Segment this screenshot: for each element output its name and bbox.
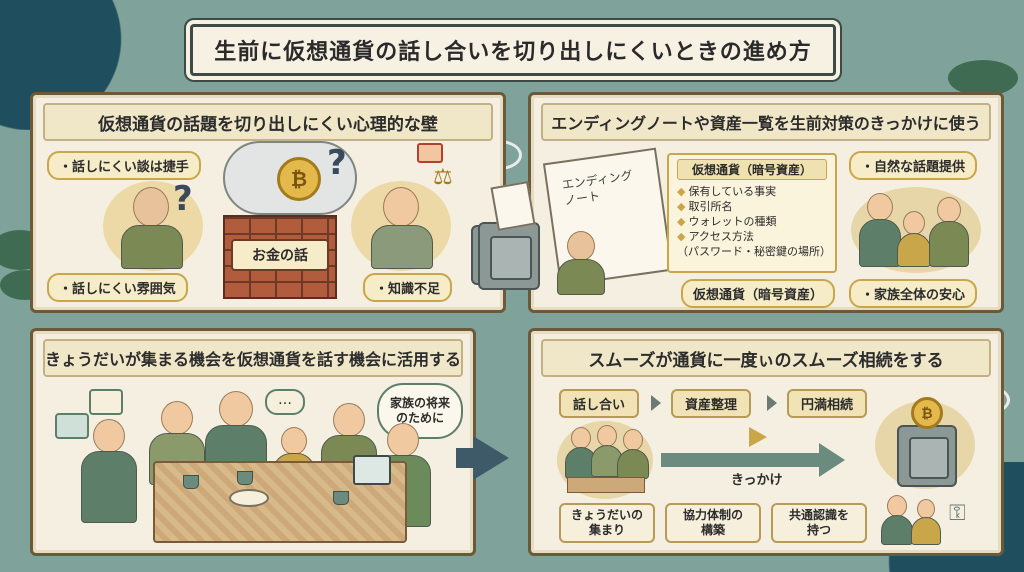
tag-natural-topic: ・自然な話題提供 [849,151,978,180]
question-mark-icon: ? [173,179,193,219]
tag-family-peace: ・家族全体の安心 [849,279,978,308]
step-harmonious-inheritance: 円満相続 [787,389,868,418]
bullet-icon: ◆ [677,200,686,213]
sibling-person-icon [597,425,617,447]
thought-cloud [223,141,357,215]
progress-arrow-icon [819,443,845,477]
flow-arrow-icon [473,436,509,480]
box-siblings-gathering: きょうだいの 集まり [559,503,655,543]
sibling-person-icon [571,427,591,449]
question-mark-icon: ? [327,143,347,183]
snack-plate-icon [229,489,269,507]
crypto-asset-list: 仮想通貨（暗号資産） ◆保有している事実 ◆取引所名 ◆ウォレットの種類 ◆アク… [667,153,837,273]
step-asset-organizing: 資産整理 [671,389,752,418]
panel-heading: スムーズが通貨に一度ぃのスムーズ相続をする [541,339,991,377]
tag-atmosphere: ・話しにくい雰囲気 [47,273,188,302]
sibling-person-body [81,451,137,523]
safe-door [909,437,949,479]
safe-door [490,235,532,281]
speech-bubble-text: 家族の将来 のために [389,396,450,425]
woman-person-body [371,225,433,269]
asset-list-item: ◆保有している事実 [677,185,777,198]
bitcoin-coin-icon: ₿ [277,157,321,201]
step-discussion: 話し合い [559,389,640,418]
asset-list-item: （パスワード・秘密鍵の場所） [677,245,831,258]
scales-icon: ⚖ [433,165,453,190]
flow-arrow-tail [456,448,476,468]
sibling-person-icon [623,429,643,451]
sibling-person-icon [219,391,253,427]
bullet-icon: ◆ [677,215,686,228]
step-arrow-icon [651,395,661,411]
sibling-person-icon [93,419,125,453]
key-icon: ⚿ [949,501,966,526]
panel-heading: エンディングノートや資産一覧を生前対策のきっかけに使う [541,103,991,141]
elderly-person-icon [133,187,169,227]
family-member-icon [887,495,907,517]
family-member-icon [917,499,935,519]
sibling-person-icon [333,403,365,437]
tea-cup-icon [333,491,349,505]
arrow-label: きっかけ [731,473,783,488]
sibling-person-body [617,449,649,479]
family-member-body [911,517,941,545]
document-icon [490,181,536,231]
tag-crypto-assets: 仮想通貨（暗号資産） [681,279,836,308]
box-shared-understanding: 共通認識を 持つ [771,503,867,543]
ending-note-title: エンディング ノート [561,168,634,208]
child-person-icon [281,427,307,455]
tea-cup-icon [237,471,253,485]
family-member-body [897,233,931,267]
chat-bubble-icon [89,389,123,415]
panel-heading: 仮想通貨の話題を切り出しにくい心理的な壁 [43,103,493,141]
elderly-person-body [557,259,605,295]
page-title: 生前に仮想通貨の話し合いを切り出しにくいときの進め方 [190,24,836,76]
tablet-chart-icon [353,455,391,485]
bullet-icon: ◆ [677,185,686,198]
tag-hard-to-talk: ・話しにくい談は捷手 [47,151,201,180]
box-cooperation: 協力体制の 構築 [665,503,761,543]
page-title-text: 生前に仮想通貨の話し合いを切り出しにくいときの進め方 [214,40,812,65]
no-money-icon [417,143,443,163]
bullet-icon: ◆ [677,230,686,243]
sibling-person-icon [387,423,419,457]
safe-icon [478,222,540,290]
asset-list-item: ◆取引所名 [677,200,733,213]
family-member-body [881,515,913,545]
flag-icon [749,427,767,447]
asset-list-item: ◆アクセス方法 [677,230,754,243]
family-member-body [859,219,901,267]
panel-ending-note: エンディングノートや資産一覧を生前対策のきっかけに使う エンディング ノート 仮… [471,92,1004,313]
tea-cup-icon [183,475,199,489]
table-icon [567,477,645,493]
asset-list-header: 仮想通貨（暗号資産） [677,159,827,180]
panel-siblings-gathering: きょうだいが集まる機会を仮想通貨を話す機会に活用する … 家族の将来 のために [30,328,476,556]
woman-person-icon [383,187,419,227]
sibling-person-icon [161,401,193,435]
panel-heading: きょうだいが集まる機会を仮想通貨を話す機会に活用する [43,339,463,377]
pine-branch-icon [948,60,1018,96]
family-member-icon [937,197,961,223]
family-member-body [929,221,969,267]
chat-bubble-icon: … [265,389,305,415]
panel-smooth-inheritance: スムーズが通貨に一度ぃのスムーズ相続をする 話し合い 資産整理 円満相続 きっか… [528,328,1004,556]
chat-bubble-icon [55,413,89,439]
step-arrow-icon [767,395,777,411]
progress-arrow-shaft [661,453,821,467]
asset-list-item: ◆ウォレットの種類 [677,215,777,228]
safe-icon [897,425,957,487]
tag-lack-of-knowledge: ・知識不足 [363,273,453,302]
family-member-icon [867,193,893,221]
bitcoin-coin-icon: ₿ [911,397,943,429]
wall-label: お金の話 [231,239,329,271]
panel-psychological-barrier: 仮想通貨の話題を切り出しにくい心理的な壁 ・話しにくい談は捷手 ・話しにくい雰囲… [30,92,506,313]
elderly-person-body [121,225,183,269]
elderly-person-icon [567,231,595,261]
family-member-icon [903,211,925,235]
